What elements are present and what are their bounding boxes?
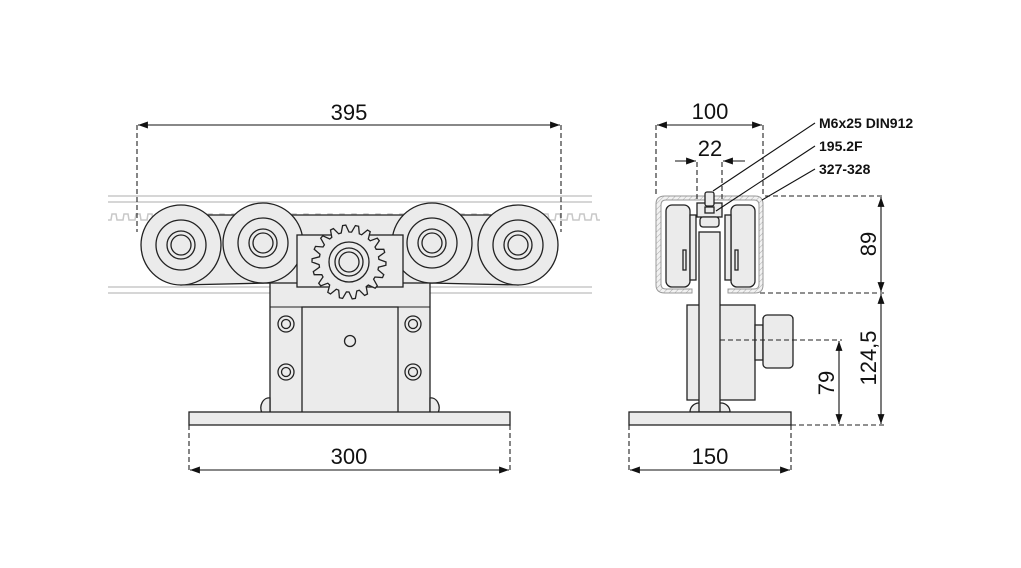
dimension-label: 89 [856,232,881,256]
roller-wheel [222,202,304,284]
motor-block [686,304,756,401]
dimension-89: 89 [760,195,885,294]
motor-mount-block [301,306,399,414]
roller-wheel [477,204,559,286]
dimension-300: 300 [188,425,511,474]
rollers [140,202,559,286]
roller-right [730,204,756,288]
dimension-150: 150 [628,425,792,474]
dimension-22: 22 [675,136,745,200]
dimension-label: 79 [814,371,839,395]
screw-icon [277,315,422,381]
dimension-label: 124,5 [856,330,881,385]
base-plate [628,411,792,426]
roller-left [665,204,691,288]
dimension-label: 300 [331,444,368,469]
base-plate [188,411,511,426]
callouts: M6x25 DIN912 195.2F 327-328 [712,115,913,212]
center-shaft [698,231,721,413]
roller-wheel [391,202,473,284]
motor-knob [762,314,794,369]
rail-profile-section [655,195,764,294]
mount-hole [343,334,357,348]
bolt-icon [704,191,715,207]
dimension-100: 100 [655,99,764,196]
dimension-label: 395 [331,100,368,125]
callout-profile: 327-328 [819,161,871,177]
callout-part-195-2f: 195.2F [819,138,863,154]
dimension-label: 100 [692,99,729,124]
dimension-124-5: 124,5 [791,294,885,426]
dimension-395: 395 [136,100,562,232]
side-view: 100 22 89 124,5 79 [628,99,913,474]
callout-bolt: M6x25 DIN912 [819,115,913,131]
dimension-label: 22 [698,136,722,161]
dimension-79: 79 [720,339,843,424]
dimension-label: 150 [692,444,729,469]
roller-wheel [140,204,222,286]
front-view: 395 300 [108,100,600,474]
